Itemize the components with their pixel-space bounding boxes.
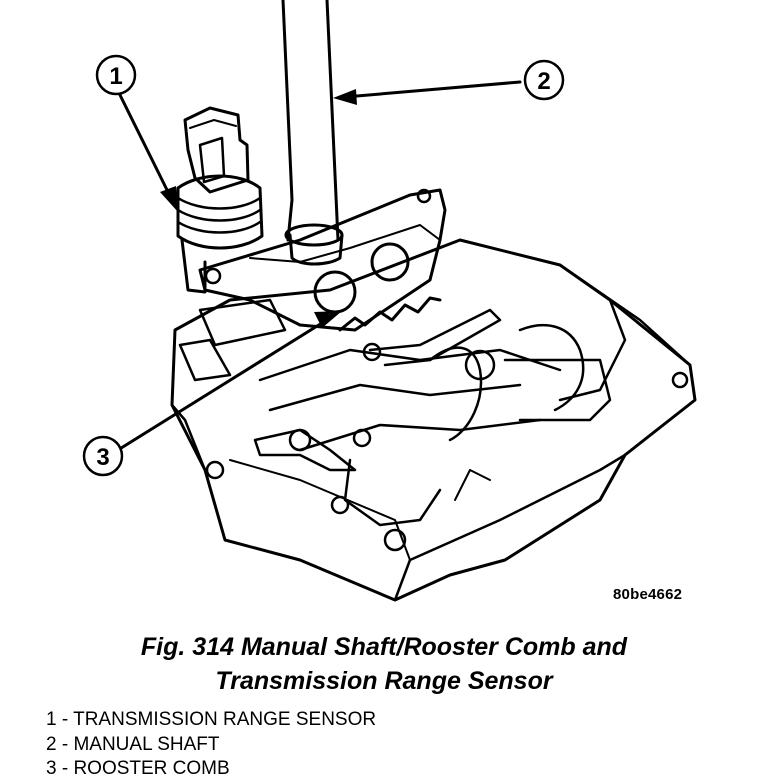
figure-caption: Fig. 314 Manual Shaft/Rooster Comb and T… [0, 630, 768, 698]
callout-number-1: 1 [109, 63, 122, 90]
transmission-range-sensor [176, 106, 264, 294]
callout-arrow-1 [118, 93, 178, 212]
callout-2: 2 [523, 59, 565, 101]
callout-number-2: 2 [537, 68, 550, 95]
valve-body-casting [170, 238, 697, 602]
image-code: 80be4662 [613, 586, 683, 603]
legend-item: 3 - ROOSTER COMB [46, 758, 230, 779]
valve-body-illustration: 1 2 3 [82, 0, 697, 602]
caption-line-1: Fig. 314 Manual Shaft/Rooster Comb and [140, 633, 628, 661]
rooster-comb-plate [198, 188, 447, 332]
manual-shaft [281, 0, 344, 266]
callout-1: 1 [95, 54, 137, 96]
callout-arrow-2 [333, 80, 522, 105]
callout-arrow-3 [116, 311, 342, 452]
legend: 1 - TRANSMISSION RANGE SENSOR 2 - MANUAL… [46, 708, 376, 782]
callout-number-3: 3 [96, 444, 109, 471]
legend-item: 2 - MANUAL SHAFT [46, 733, 220, 755]
caption-line-2: Transmission Range Sensor [215, 667, 553, 695]
legend-item: 1 - TRANSMISSION RANGE SENSOR [46, 709, 377, 730]
callout-3: 3 [82, 435, 124, 477]
